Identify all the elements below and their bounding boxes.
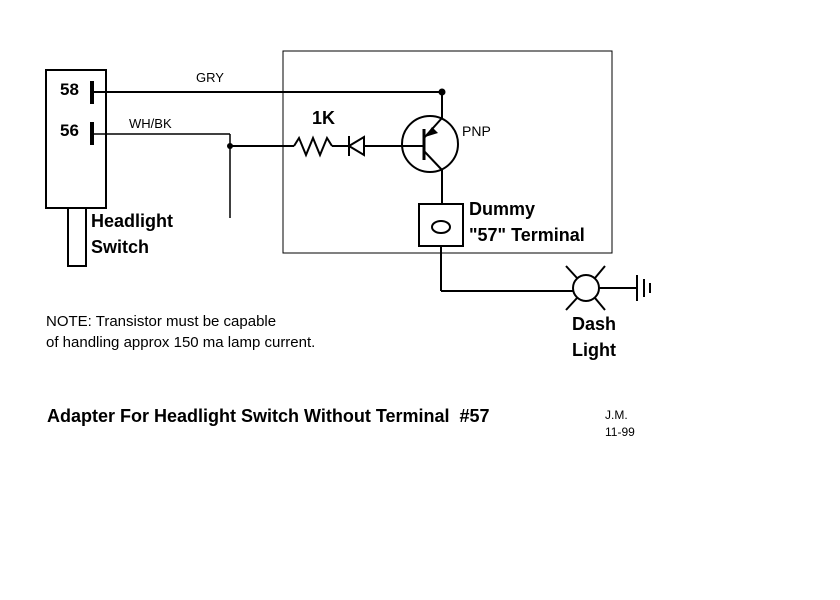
transistor-collector-leg (423, 150, 443, 171)
dash-light-label-line2: Light (572, 340, 616, 360)
gry-wire-label: GRY (196, 70, 224, 85)
transistor-emitter-arrow (425, 127, 438, 137)
diode-symbol (347, 135, 365, 157)
dash-light-ray (565, 297, 578, 311)
headlight-switch-label-line1: Headlight (91, 211, 174, 231)
headlight-switch-label-line2: Switch (91, 237, 150, 257)
note-line1: NOTE: Transistor must be capable (46, 313, 277, 330)
terminal-58-label: 58 (60, 80, 79, 99)
dash-light-ray (594, 265, 606, 279)
whbk-wire-label: WH/BK (129, 116, 172, 131)
diagram-title: Adapter For Headlight Switch Without Ter… (47, 406, 490, 426)
resistor-1k (293, 135, 333, 158)
pnp-transistor-symbol (401, 115, 459, 173)
dash-light-bulb (572, 274, 600, 302)
author-date: 11-99 (605, 425, 635, 439)
dash-light-label-line1: Dash (572, 314, 617, 334)
author-initials: J.M. (605, 408, 628, 422)
adapter-enclosure (282, 50, 613, 254)
dash-light-ray (594, 297, 606, 311)
note-line2: of handling approx 150 ma lamp current. (46, 334, 316, 351)
terminal-56-label: 56 (60, 121, 79, 140)
transistor-label: PNP (462, 123, 491, 139)
dummy-57-terminal-ring (431, 220, 451, 234)
dash-light-ray (565, 265, 578, 279)
headlight-switch-shaft (67, 207, 87, 267)
dummy-57-terminal-box (418, 203, 464, 247)
dummy-terminal-label-line1: Dummy (469, 199, 536, 219)
resistor-label: 1K (312, 108, 336, 128)
dummy-terminal-label-line2: "57" Terminal (469, 225, 585, 245)
